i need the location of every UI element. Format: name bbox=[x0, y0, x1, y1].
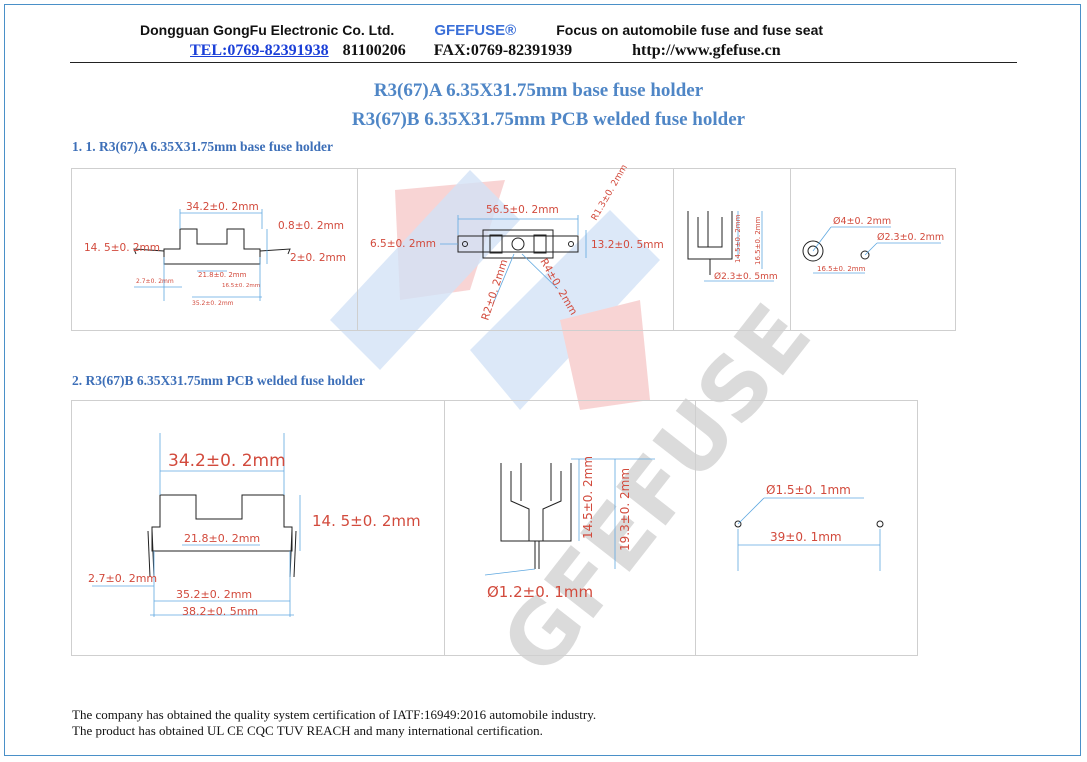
dim-b-outer: 38.2±0. 5mm bbox=[182, 605, 258, 618]
tel2: 81100206 bbox=[342, 42, 406, 59]
dim-a-front-bottom: 35.2±0. 2mm bbox=[192, 300, 234, 307]
footer-line1: The company has obtained the quality sys… bbox=[72, 707, 597, 722]
title-line1: R3(67)A 6.35X31.75mm base fuse holder bbox=[373, 80, 704, 101]
dim-a-top-r13: R1.3±0. 2mm bbox=[590, 163, 630, 222]
section-heading-2: 2. R3(67)B 6.35X31.75mm PCB welded fuse … bbox=[72, 373, 365, 388]
dim-a-side-h2: 16.5±0. 2mm bbox=[754, 216, 762, 265]
dim-a-front-offset: 2.7±0. 2mm bbox=[136, 278, 174, 285]
dim-a-front-width: 34.2±0. 2mm bbox=[186, 201, 259, 213]
panel-a-front: 34.2±0. 2mm 0.8±0. 2mm 14. 5±0. 2mm 2±0.… bbox=[71, 168, 358, 331]
dim-b-offset: 2.7±0. 2mm bbox=[88, 572, 157, 585]
title-line2: R3(67)B 6.35X31.75mm PCB welded fuse hol… bbox=[351, 109, 746, 130]
dim-b-pitch: 39±0. 1mm bbox=[770, 530, 842, 544]
dim-a-hole-d23: Ø2.3±0. 2mm bbox=[877, 232, 944, 243]
dim-a-front-height: 14. 5±0. 2mm bbox=[84, 242, 160, 254]
dim-a-hole-pitch: 16.5±0. 2mm bbox=[817, 265, 866, 273]
dim-b-hole-d: Ø1.5±0. 1mm bbox=[766, 483, 851, 497]
panel-a-side: 14.5±0. 2mm 16.5±0. 2mm Ø2.3±0. 5mm bbox=[673, 168, 791, 331]
dim-b-height: 14. 5±0. 2mm bbox=[312, 512, 421, 530]
dim-b-width: 34.2±0. 2mm bbox=[168, 451, 286, 471]
section-heading-1: 1. 1. R3(67)A 6.35X31.75mm base fuse hol… bbox=[72, 139, 333, 154]
dim-b-side-h2: 19.3±0. 2mm bbox=[618, 468, 632, 551]
dim-a-top-right: 13.2±0. 5mm bbox=[591, 239, 664, 251]
website: http://www.gfefuse.cn bbox=[632, 42, 781, 59]
header-rule bbox=[70, 62, 1017, 63]
dim-a-side-h1: 14.5±0. 2mm bbox=[734, 214, 742, 263]
dim-b-inner: 35.2±0. 2mm bbox=[176, 588, 252, 601]
header-line2: TEL:0769-82391938 81100206 FAX:0769-823919… bbox=[190, 42, 781, 60]
tel-link[interactable]: TEL:0769-82391938 bbox=[190, 42, 329, 59]
footer-line2: The product has obtained UL CE CQC TUV R… bbox=[72, 723, 543, 738]
dim-a-top-r2: R2±0. 2mm bbox=[479, 258, 510, 322]
panel-b-front: 34.2±0. 2mm 14. 5±0. 2mm 21.8±0. 2mm 2.7… bbox=[71, 400, 445, 656]
dim-a-top-length: 56.5±0. 2mm bbox=[486, 204, 559, 216]
panel-a-holes: Ø4±0. 2mm Ø2.3±0. 2mm 16.5±0. 2mm bbox=[790, 168, 956, 331]
dim-a-front-side: 2±0. 2mm bbox=[290, 252, 346, 264]
dim-a-front-tab: 0.8±0. 2mm bbox=[278, 220, 344, 232]
dim-a-top-r4: R4±0. 2mm bbox=[537, 257, 579, 318]
company-name: Dongguan GongFu Electronic Co. Ltd. bbox=[140, 22, 395, 38]
dim-b-pin-d: Ø1.2±0. 1mm bbox=[487, 583, 593, 601]
dim-a-front-gap: 21.8±0. 2mm bbox=[198, 271, 247, 279]
panel-a-top: 56.5±0. 2mm 6.5±0. 2mm 13.2±0. 5mm R1.3±… bbox=[357, 163, 674, 331]
dim-a-top-left: 6.5±0. 2mm bbox=[370, 238, 436, 250]
dim-a-front-hole: 16.5±0. 2mm bbox=[222, 283, 260, 289]
dim-b-gap: 21.8±0. 2mm bbox=[184, 532, 260, 545]
panel-b-side: 14.5±0. 2mm 19.3±0. 2mm Ø1.2±0. 1mm bbox=[444, 400, 696, 656]
dim-a-side-d: Ø2.3±0. 5mm bbox=[714, 271, 778, 282]
dim-a-hole-d4: Ø4±0. 2mm bbox=[833, 216, 891, 227]
slogan: Focus on automobile fuse and fuse seat bbox=[556, 22, 824, 38]
dim-b-side-h1: 14.5±0. 2mm bbox=[581, 456, 595, 539]
brand-name: GFEFUSE® bbox=[434, 22, 517, 39]
header-line1: Dongguan GongFu Electronic Co. Ltd. GFEFU… bbox=[140, 22, 823, 39]
panel-b-holes: Ø1.5±0. 1mm 39±0. 1mm bbox=[695, 400, 918, 656]
fax: FAX:0769-82391939 bbox=[433, 42, 573, 59]
